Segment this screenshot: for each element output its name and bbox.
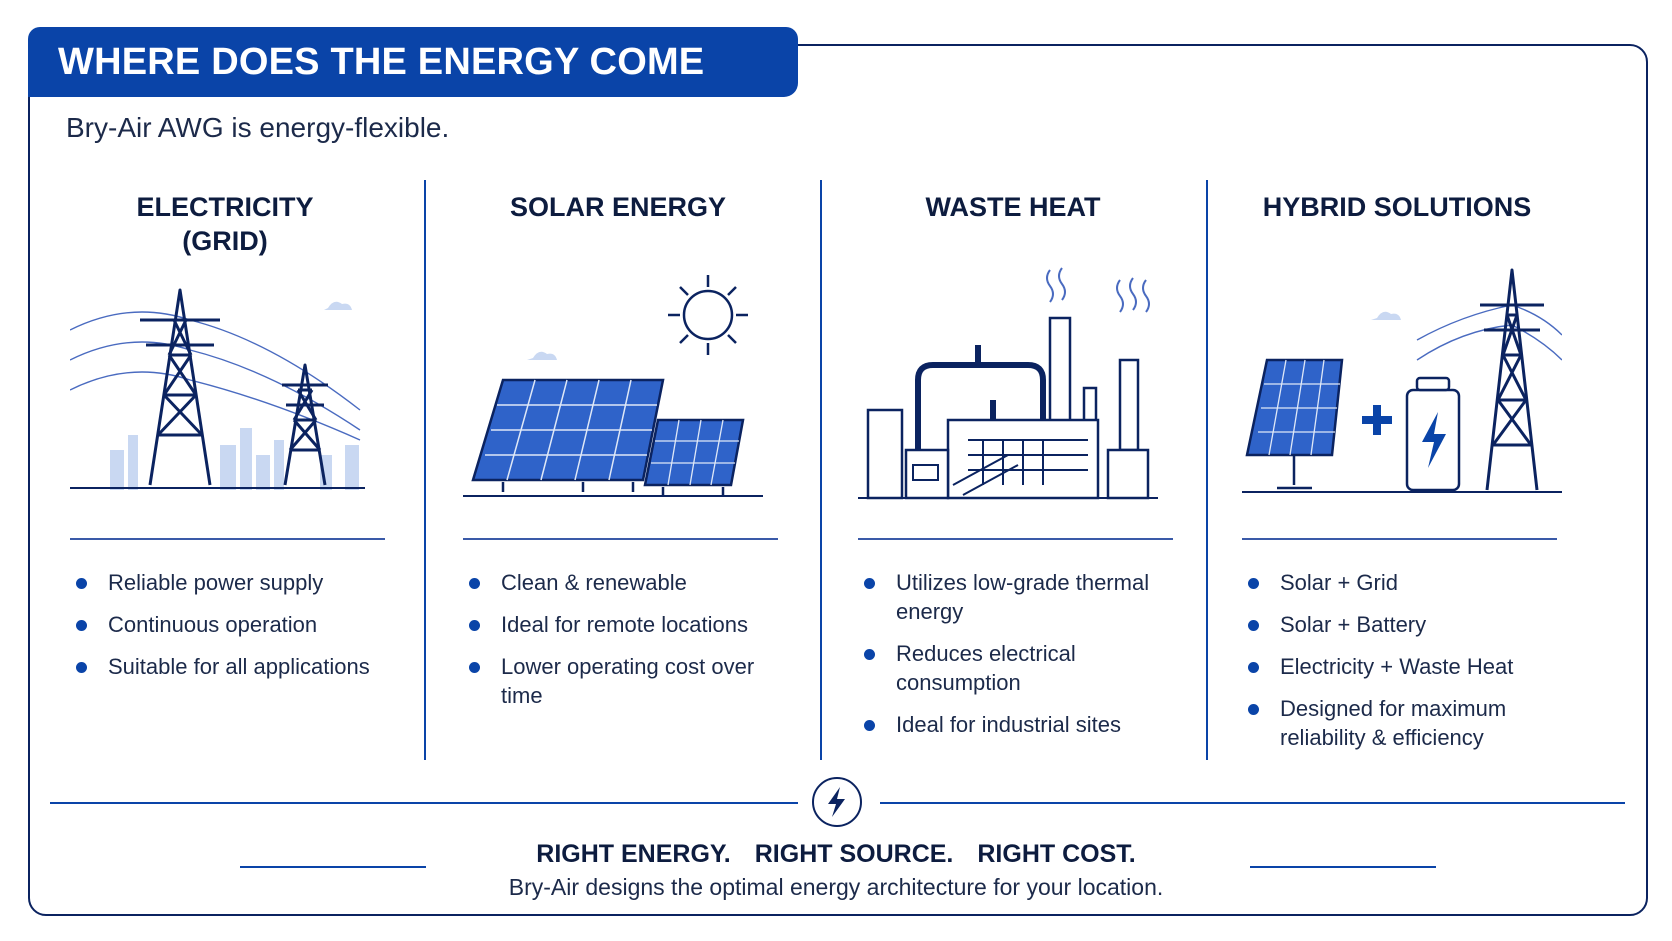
footer-accent-line [1250, 866, 1436, 868]
footer-note: Bry-Air designs the optimal energy archi… [508, 874, 1164, 900]
factory-icon [858, 267, 1158, 500]
column-title: HYBRID SOLUTIONS [1262, 192, 1532, 222]
hybrid-energy-icon [1242, 268, 1562, 493]
column-electricity-grid: ELECTRICITY (GRID) Reliable power suppl [40, 180, 410, 760]
list-item: Continuous operation [76, 610, 396, 639]
list-item: Designed for maximum reliability & effic… [1248, 694, 1568, 752]
list-item: Electricity + Waste Heat [1248, 652, 1568, 681]
list-item: Reduces electrical consumption [864, 639, 1184, 697]
column-rule [463, 538, 778, 540]
list-item: Solar + Battery [1248, 610, 1568, 639]
bullet-list: Clean & renewable Ideal for remote locat… [469, 568, 789, 723]
content-frame [28, 44, 1648, 916]
column-rule [70, 538, 385, 540]
column-rule [1242, 538, 1557, 540]
solar-panel-icon [463, 275, 763, 497]
page-subtitle: Bry-Air AWG is energy-flexible. [66, 112, 450, 143]
list-item: Reliable power supply [76, 568, 396, 597]
footer-divider [880, 802, 1625, 804]
list-item: Suitable for all applications [76, 652, 396, 681]
column-divider [424, 180, 426, 760]
bullet-list: Reliable power supply Continuous operati… [76, 568, 396, 694]
list-item: Ideal for industrial sites [864, 710, 1184, 739]
column-rule [858, 538, 1173, 540]
column-hybrid-solutions: HYBRID SOLUTIONS Solar + Grid Solar + Ba… [1212, 180, 1582, 760]
footer-divider [50, 802, 798, 804]
bullet-list: Utilizes low-grade thermal energy Reduce… [864, 568, 1184, 752]
footer-accent-line [240, 866, 426, 868]
transmission-tower-icon [70, 288, 365, 490]
list-item: Lower operating cost over time [469, 652, 789, 710]
list-item: Utilizes low-grade thermal energy [864, 568, 1184, 626]
column-title: SOLAR ENERGY [509, 192, 727, 222]
bullet-list: Solar + Grid Solar + Battery Electricity… [1248, 568, 1568, 765]
tagline: RIGHT ENERGY.RIGHT SOURCE.RIGHT COST. [536, 840, 1136, 868]
column-title: ELECTRICITY (GRID) [136, 192, 314, 256]
list-item: Solar + Grid [1248, 568, 1568, 597]
page-title: WHERE DOES THE ENERGY COME FROM? [28, 27, 798, 153]
lightning-bolt-icon [812, 777, 862, 827]
column-title: WASTE HEAT [925, 192, 1101, 222]
list-item: Clean & renewable [469, 568, 789, 597]
column-divider [820, 180, 822, 760]
column-divider [1206, 180, 1208, 760]
column-waste-heat: WASTE HEAT Utilizes low-grade thermal en… [828, 180, 1198, 760]
column-solar-energy: SOLAR ENERGY Clean & renewable Ideal for… [433, 180, 803, 760]
list-item: Ideal for remote locations [469, 610, 789, 639]
